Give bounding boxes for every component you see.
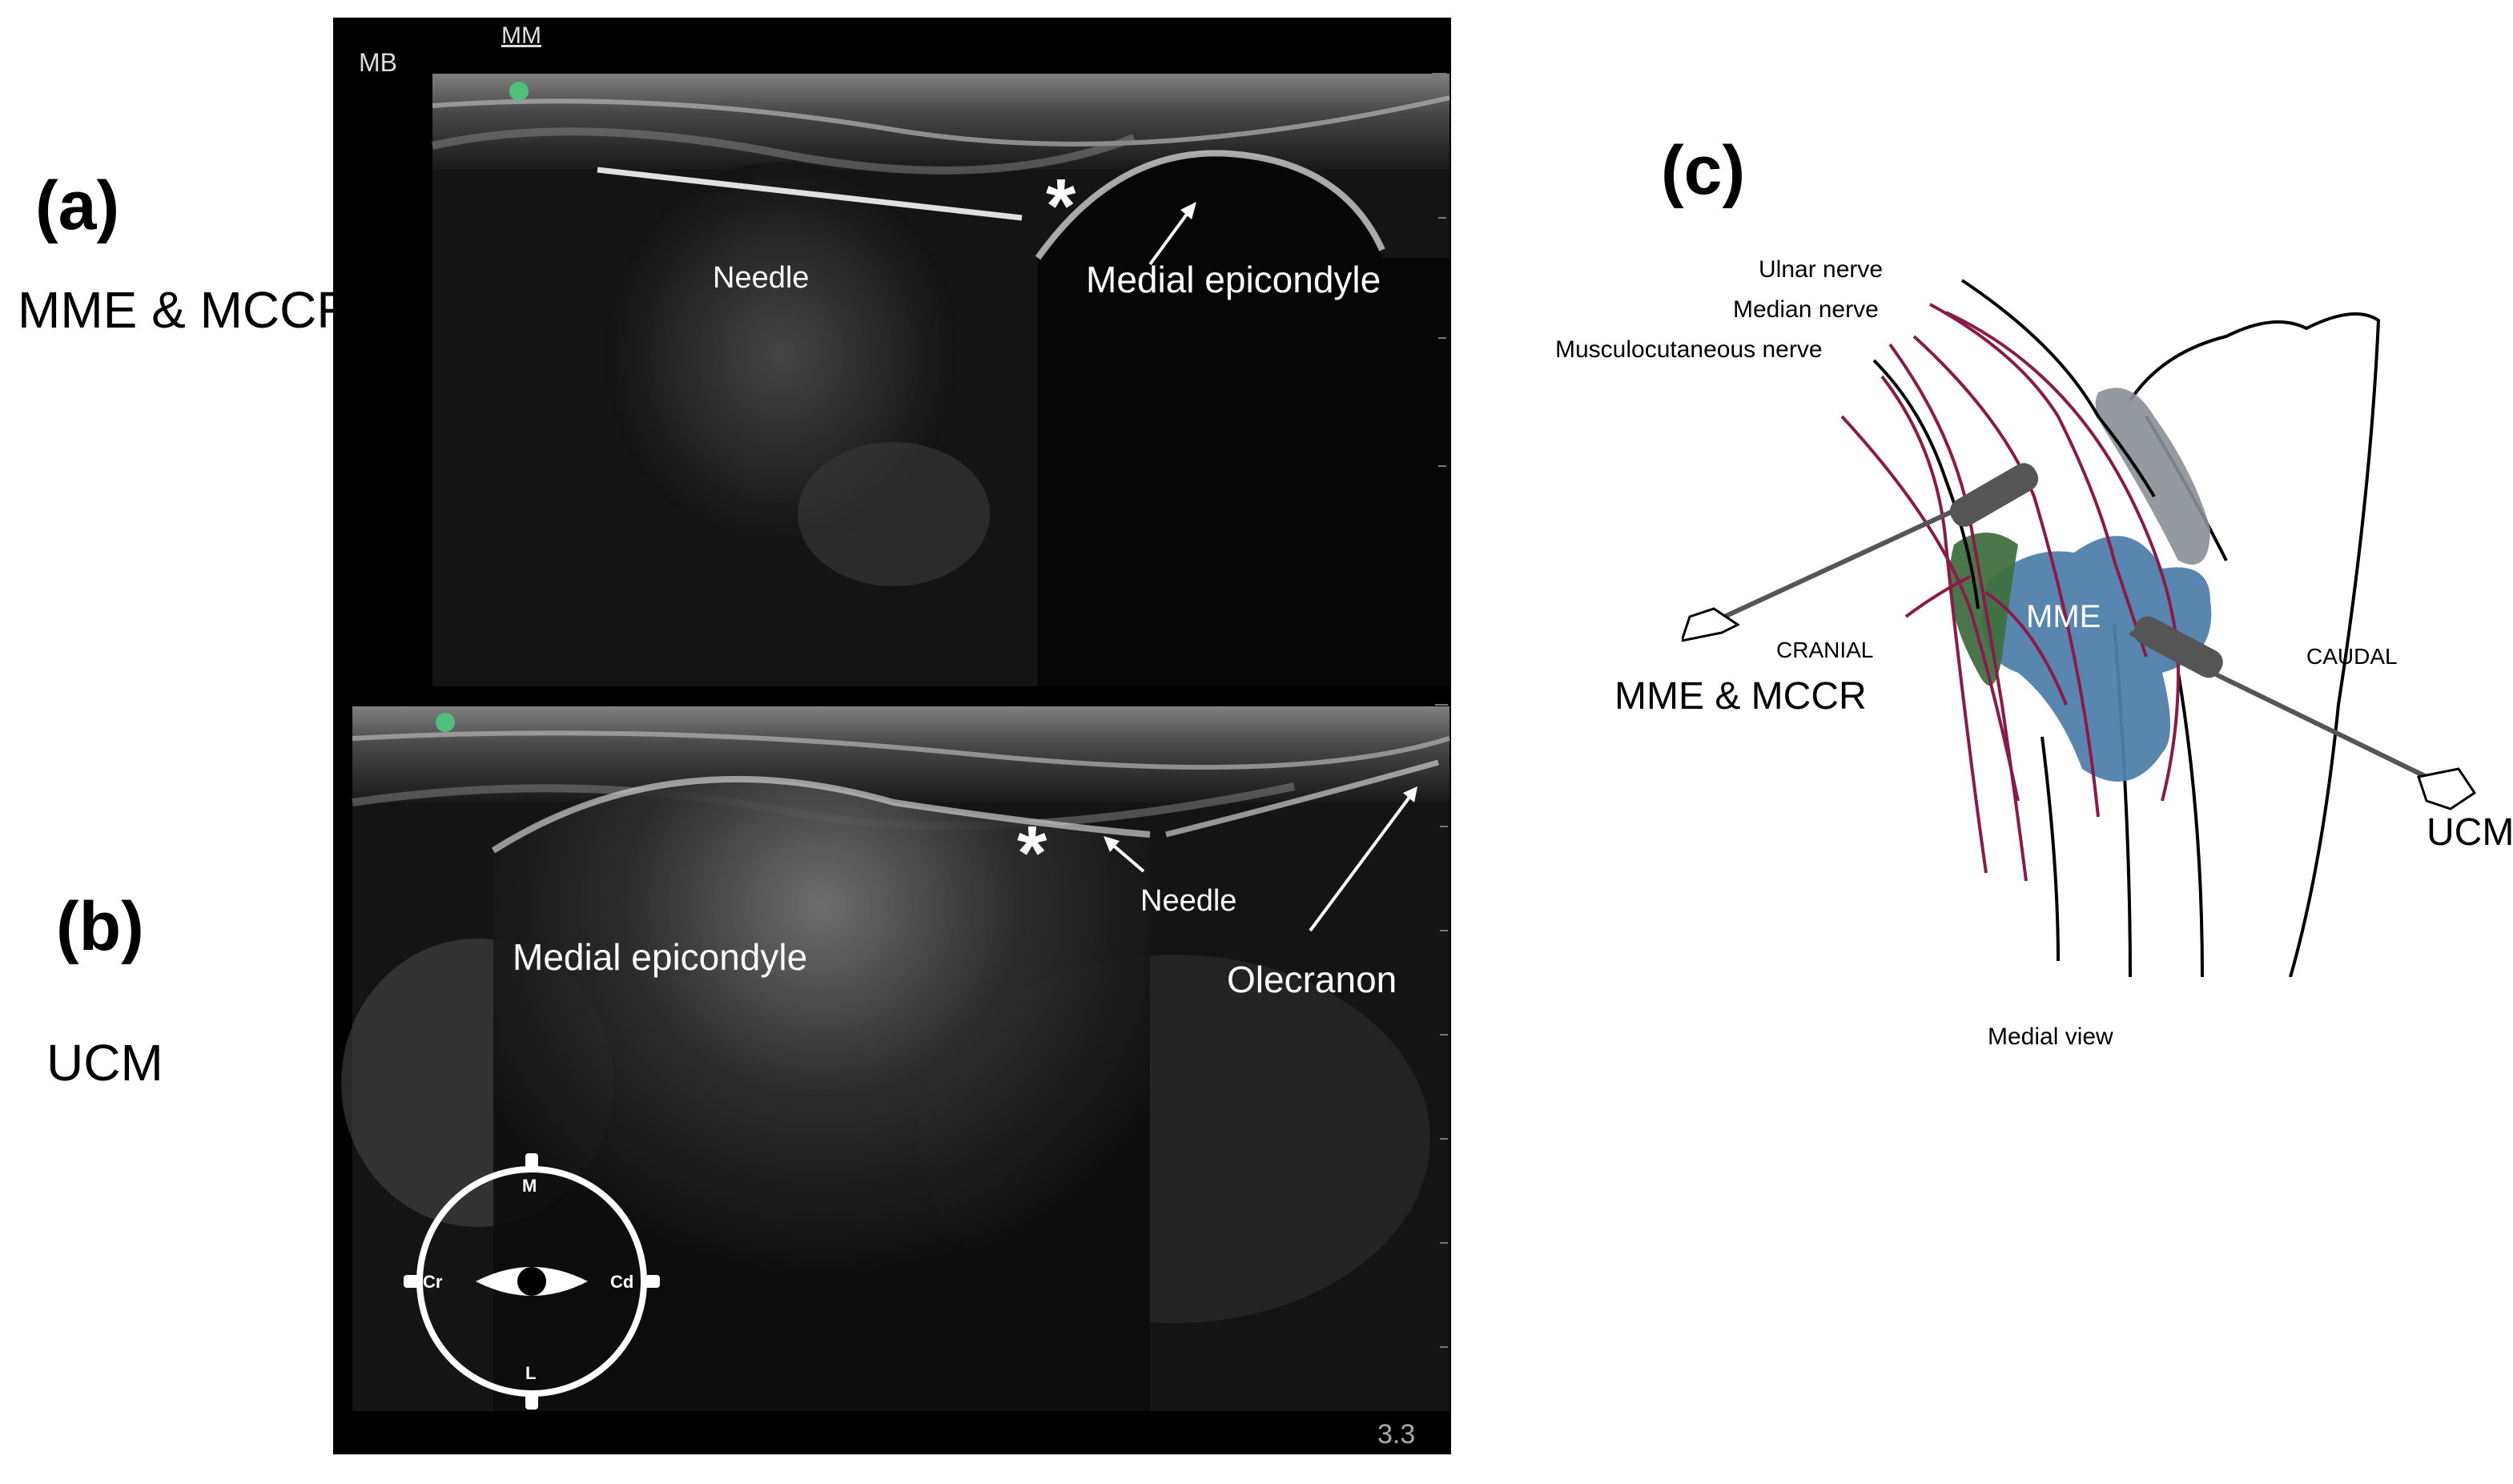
- musculocutaneous-nerve-line: [1872, 359, 1980, 609]
- panel-b-approach-label: UCM: [46, 1034, 163, 1092]
- depth-readout: 3.3: [1377, 1419, 1416, 1450]
- mme-muscle-shape: [1982, 536, 2212, 782]
- ulnar-tendon-shape: [2095, 388, 2210, 565]
- screen-tag-mm: MM: [501, 22, 541, 49]
- left-approach-label: MME & MCCR: [1614, 675, 1867, 718]
- needle-left: [1679, 463, 2039, 642]
- panel-a-letter: (a): [35, 167, 120, 244]
- cranial-label: CRANIAL: [1776, 637, 1874, 662]
- ultrasound-figure: [333, 18, 1451, 1454]
- medial-epicondyle-outline-b: [493, 778, 1150, 1411]
- panel-b-letter: (b): [56, 888, 144, 965]
- needle-label-a: Needle: [713, 261, 810, 295]
- elbow-diagram-svg: [1679, 279, 2477, 978]
- elbow-diagram: [1679, 256, 2513, 978]
- olecranon-arrow: [1309, 791, 1414, 932]
- panel-a-approach-label: MME & MCCR: [18, 281, 354, 339]
- ulnar-nerve-label: Ulnar nerve: [1759, 256, 1884, 283]
- orientation-dot-a: [509, 82, 529, 101]
- medial-epicondyle-label-a: Medial epicondyle: [1086, 259, 1381, 300]
- needle-arrow-a: [1148, 208, 1192, 266]
- compass-label-cr: Cr: [423, 1272, 443, 1292]
- panel-c-letter: (c): [1661, 132, 1746, 209]
- asterisk-marker-b: *: [1017, 810, 1047, 896]
- right-approach-label: UCM: [2427, 811, 2513, 854]
- needle-right: [2129, 616, 2477, 810]
- ulnar-nerve-line: [1960, 279, 2156, 498]
- asterisk-marker-a: *: [1046, 163, 1076, 249]
- medial-epicondyle-label-b: Medial epicondyle: [513, 936, 808, 978]
- compass-label-m: M: [522, 1176, 537, 1196]
- mme-muscle-label: MME: [2026, 599, 2101, 634]
- caudal-label: CAUDAL: [2306, 644, 2398, 669]
- musculocutaneous-nerve-label: Musculocutaneous nerve: [1555, 336, 1823, 363]
- ultrasound-svg: [333, 18, 1451, 1454]
- medial-epicondyle-outline-a: [1038, 153, 1449, 687]
- compass-label-l: L: [525, 1363, 537, 1383]
- olecranon-label: Olecranon: [1227, 959, 1397, 1000]
- median-nerve-label: Median nerve: [1733, 296, 1879, 323]
- needle-line-a: [597, 167, 1023, 221]
- needle-label-b: Needle: [1140, 884, 1237, 918]
- view-label: Medial view: [1988, 1024, 2113, 1050]
- orientation-dot-b: [436, 713, 455, 732]
- screen-tag-mb: MB: [359, 48, 397, 77]
- orientation-compass: [404, 1153, 660, 1410]
- compass-label-cd: Cd: [610, 1272, 634, 1292]
- humerus-outline: [2129, 312, 2381, 978]
- median-nerve-line: [1929, 303, 2148, 658]
- mccr-muscle-shape: [1949, 533, 2018, 686]
